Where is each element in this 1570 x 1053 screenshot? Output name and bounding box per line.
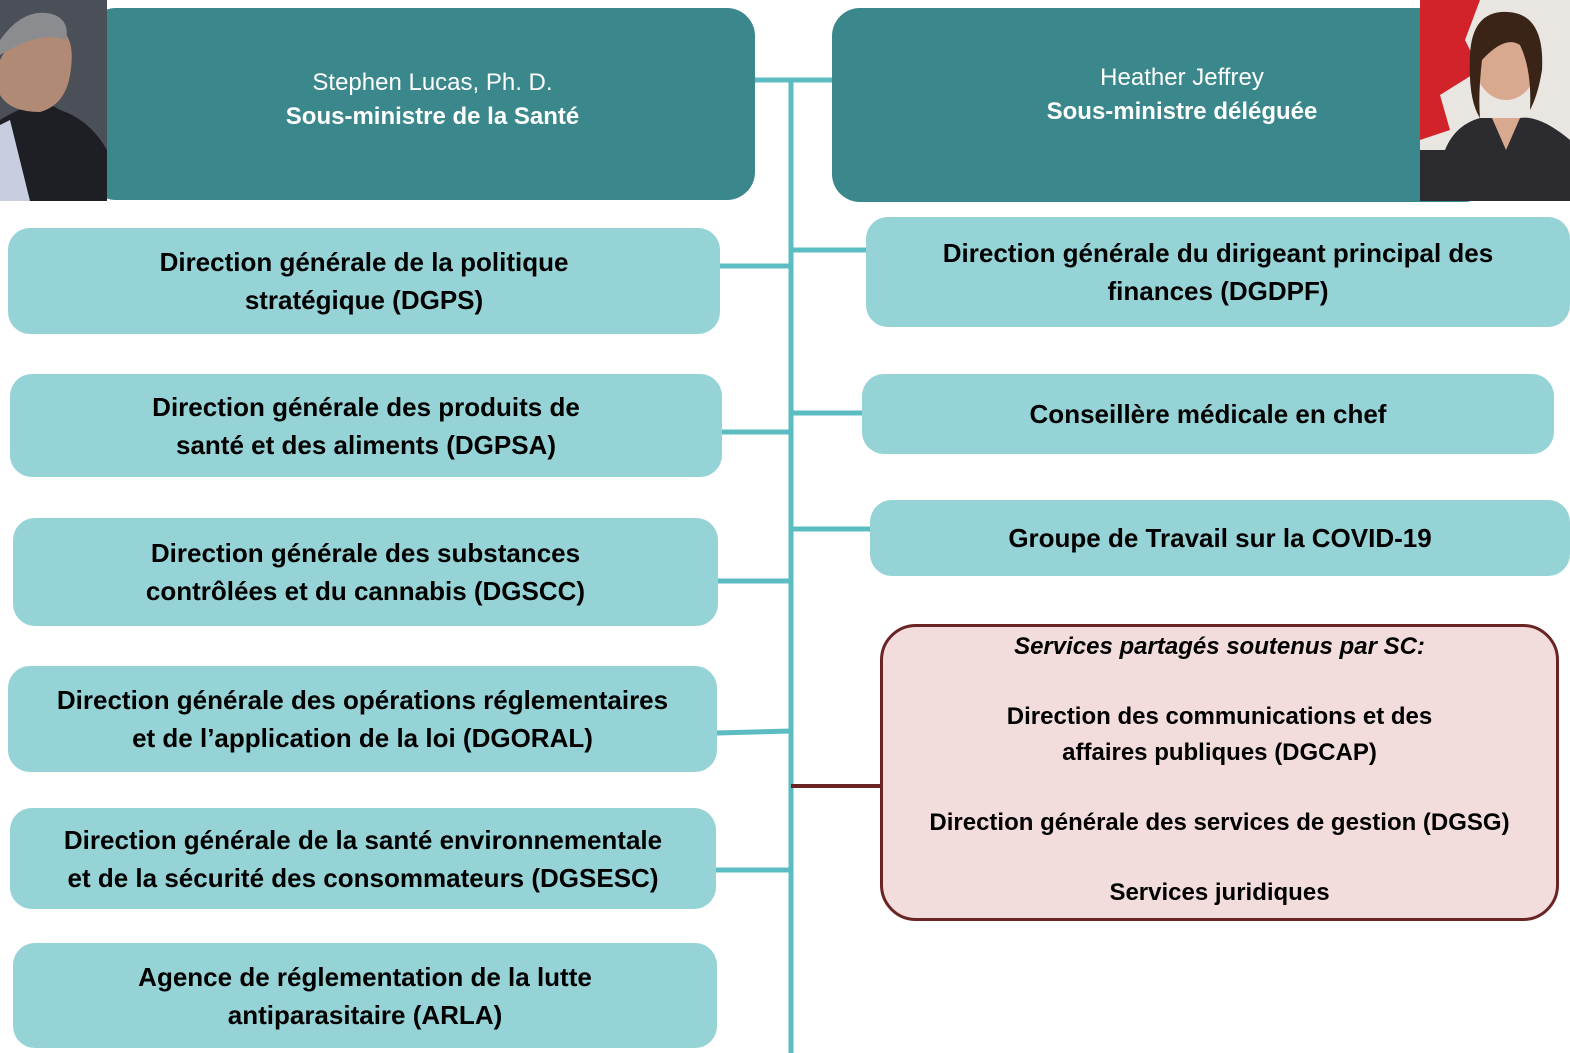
unit-dgps-line2: stratégique (DGPS) (244, 285, 484, 315)
unit-dgpsa-line1: Direction générale des produits de (152, 391, 580, 422)
unit-dgscc-line2: contrôlées et du cannabis (DGSCC) (145, 576, 586, 606)
unit-arla-line2: antiparasitaire (ARLA) (227, 999, 503, 1030)
deputy-minister-photo (0, 0, 107, 201)
unit-covid-task-force-label: Groupe de Travail sur la COVID-19 (1008, 523, 1432, 553)
shared-services-title: Services partagés soutenus par SC: (1014, 633, 1425, 660)
associate-deputy-minister-name: Heather Jeffrey (1100, 64, 1264, 91)
unit-dgps-line1: Direction générale de la politique (159, 247, 569, 277)
unit-dgscc: Direction générale des substances contrô… (13, 518, 718, 626)
unit-dgsesc-line1: Direction générale de la santé environne… (63, 824, 663, 855)
associate-deputy-minister-role: Sous-ministre déléguée (1046, 98, 1318, 125)
unit-dgdpf-line2: finances (DGDPF) (1107, 276, 1329, 306)
associate-deputy-minister-box: Heather Jeffrey Sous-ministre déléguée (832, 8, 1492, 202)
unit-dgpsa: Direction générale des produits de santé… (10, 374, 722, 477)
unit-dgpsa-line2: santé et des aliments (DGPSA) (176, 429, 556, 460)
unit-arla: Agence de réglementation de la lutte ant… (13, 943, 717, 1048)
unit-covid-task-force: Groupe de Travail sur la COVID-19 (870, 500, 1570, 576)
unit-dgdpf-line1: Direction générale du dirigeant principa… (942, 238, 1494, 268)
unit-dgps: Direction générale de la politique strat… (8, 228, 720, 334)
unit-dgscc-line1: Direction générale des substances (150, 538, 581, 568)
deputy-minister-box: Stephen Lucas, Ph. D. Sous-ministre de l… (88, 8, 755, 200)
unit-dgsesc: Direction générale de la santé environne… (10, 808, 716, 909)
unit-arla-line1: Agence de réglementation de la lutte (138, 961, 592, 992)
unit-dgoral-line1: Direction générale des opérations réglem… (56, 685, 669, 715)
unit-dgoral-line2: et de l’application de la loi (DGORAL) (132, 723, 593, 753)
deputy-minister-role: Sous-ministre de la Santé (285, 103, 580, 130)
shared-services-box: Services partagés soutenus par SC: Direc… (880, 624, 1559, 921)
unit-dgdpf: Direction générale du dirigeant principa… (866, 217, 1570, 327)
shared-item-legal: Services juridiques (1109, 879, 1330, 906)
shared-item-dgsg: Direction générale des services de gesti… (929, 809, 1510, 836)
associate-deputy-minister-photo (1420, 0, 1570, 201)
shared-item-dgcap-line1: Direction des communications et des (1006, 703, 1433, 730)
unit-dgoral: Direction générale des opérations réglem… (8, 666, 717, 772)
connector-dgoral (716, 728, 792, 736)
unit-chief-medical-advisor: Conseillère médicale en chef (862, 374, 1554, 454)
unit-dgsesc-line2: et de la sécurité des consommateurs (DGS… (67, 862, 659, 893)
deputy-minister-name: Stephen Lucas, Ph. D. (312, 69, 553, 96)
unit-chief-medical-advisor-label: Conseillère médicale en chef (1029, 399, 1387, 429)
shared-item-dgcap-line2: affaires publiques (DGCAP) (1062, 739, 1377, 766)
